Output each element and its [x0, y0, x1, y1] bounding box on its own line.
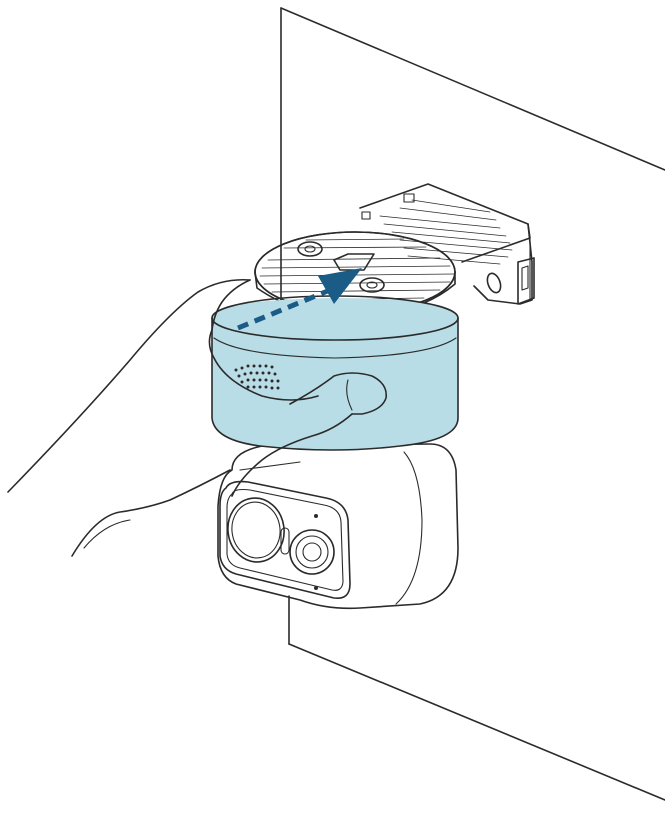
camera — [212, 296, 458, 608]
